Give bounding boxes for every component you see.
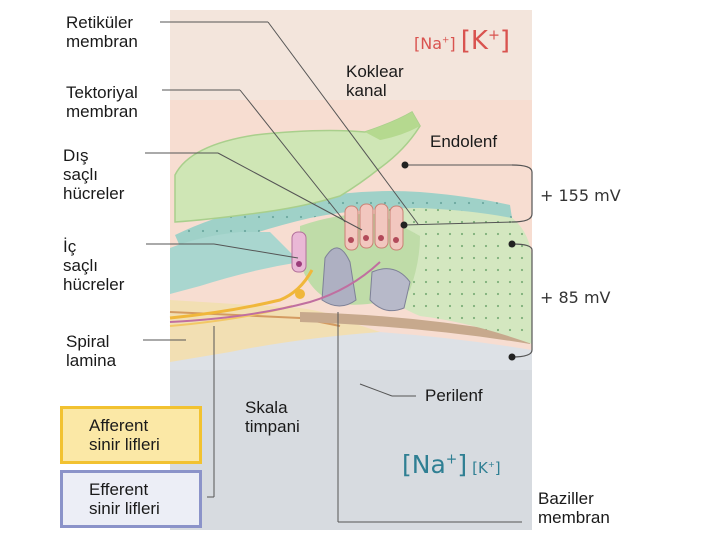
potential-155: + 155 mV <box>540 186 621 205</box>
scala-tympani-lower <box>170 370 532 530</box>
tectorial-membrane-shape <box>174 110 421 223</box>
legend-afferent: Afferent sinir lifleri <box>60 406 202 464</box>
probe-dot <box>400 221 408 229</box>
bracket-155 <box>511 164 533 223</box>
tectorial-membrane-tip <box>365 112 420 140</box>
ion-label-bottom: [Na+] [K+] <box>402 450 501 479</box>
pillar-cells <box>321 247 357 307</box>
label-ic-sacli-hucreler: İç saçlı hücreler <box>63 237 125 294</box>
ion-label-top: [Na+] [K+] <box>414 26 510 56</box>
label-retikuler-membran: Retiküler membran <box>66 13 138 51</box>
label-dis-sacli-hucreler: Dış saçlı hücreler <box>63 146 125 203</box>
inner-hair-cell <box>291 231 307 273</box>
label-perilenf: Perilenf <box>425 386 483 405</box>
basilar-membrane-shape <box>300 312 530 344</box>
outer-hair-cell <box>344 205 359 251</box>
ion-k-top: [K+] <box>460 26 511 56</box>
potential-85: + 85 mV <box>540 288 611 307</box>
scala-vestibuli-band <box>170 10 532 100</box>
ion-na-top: [Na+] <box>414 34 456 53</box>
label-baziller-membran: Baziller membran <box>538 489 610 527</box>
afferent-fibers <box>169 269 314 320</box>
probe-dot <box>401 161 409 169</box>
ion-na-bottom: [Na+] <box>402 450 468 479</box>
efferent-fibers <box>169 261 381 323</box>
ion-k-bottom: [K+] <box>472 459 501 477</box>
label-endolenf: Endolenf <box>430 132 498 151</box>
outer-hair-cells <box>344 203 404 251</box>
label-tektoriyal-membran: Tektoriyal membran <box>66 83 138 121</box>
legend-efferent: Efferent sinir lifleri <box>60 470 202 528</box>
outer-hair-cell <box>359 203 374 249</box>
label-koklear-kanal: Koklear kanal <box>346 62 404 100</box>
outer-hair-cell <box>374 203 389 249</box>
probe-dot <box>508 353 516 361</box>
probe-dot <box>508 240 516 248</box>
deiters-cells <box>369 268 411 312</box>
bracket-85 <box>511 243 533 358</box>
spiral-limbus <box>170 232 300 294</box>
label-spiral-lamina: Spiral lamina <box>66 332 117 370</box>
outer-hair-cell <box>389 205 404 251</box>
label-skala-timpani: Skala timpani <box>245 398 300 436</box>
